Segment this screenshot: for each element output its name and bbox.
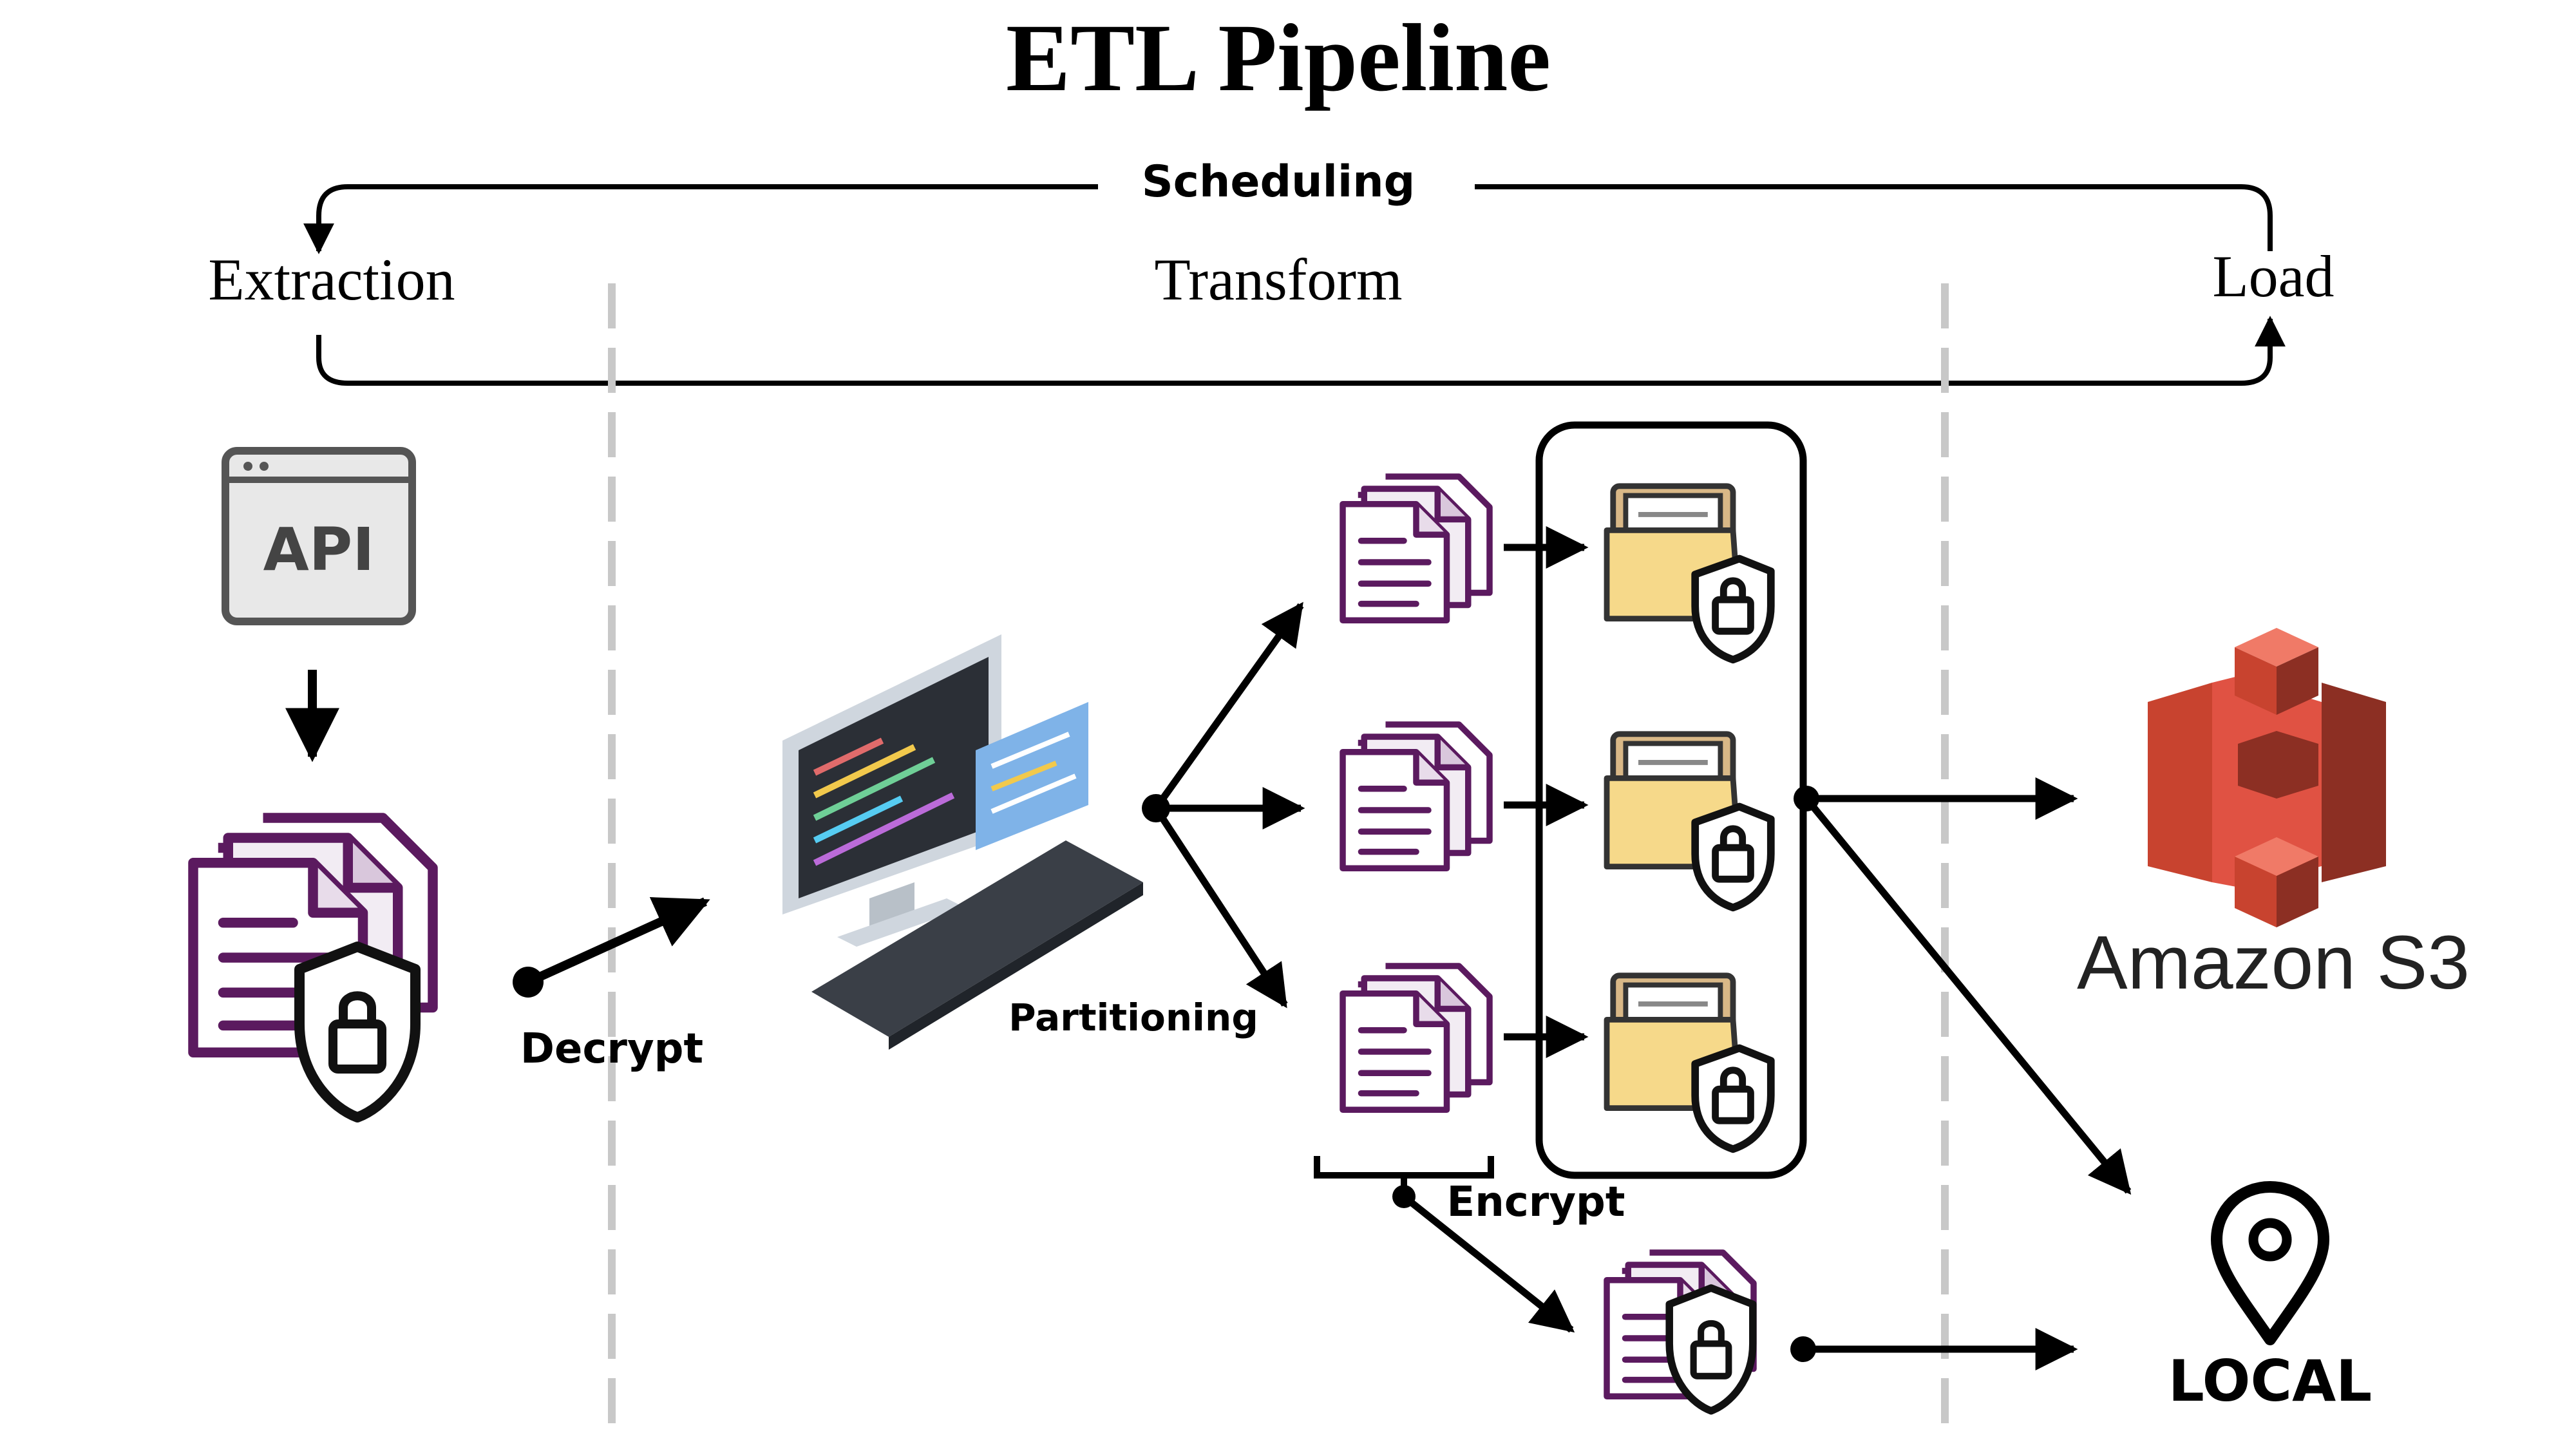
encrypted-file-icon [193,818,433,1117]
encrypt-arrows [1504,526,1589,1058]
encrypted-folder-icon-3 [1607,976,1771,1150]
decrypt-label: Decrypt [520,1025,703,1073]
encrypted-local-file-icon [1607,1253,1754,1411]
scheduling-loop [303,184,2286,386]
location-pin-icon [2211,1181,2329,1345]
partition-file-icon-1 [1343,477,1490,620]
amazon-s3-icon [2148,628,2386,927]
diagram-title: ETL Pipeline [1006,5,1551,111]
stage-extraction: Extraction [208,247,455,312]
api-window-icon [222,447,416,625]
encrypted-folder-icon-1 [1607,486,1771,660]
stage-transform: Transform [1154,247,1402,312]
encrypted-folder-icon-2 [1607,734,1771,908]
encrypt-bracket [1314,1156,1575,1333]
stage-load: Load [2212,243,2334,309]
partitioning-label: Partitioning [1009,996,1258,1039]
partition-file-icon-2 [1343,724,1490,868]
api-label: API [263,515,375,584]
partitioning-arrows [1142,601,1305,1009]
partition-file-icon-3 [1343,966,1490,1110]
load-arrows [1790,777,2132,1370]
amazon-s3-label: Amazon S3 [2077,920,2470,1005]
local-label: LOCAL [2168,1348,2372,1414]
decrypt-arrow [513,897,710,998]
scheduling-label: Scheduling [1142,156,1416,207]
encrypt-label: Encrypt [1447,1179,1625,1226]
computer-icon [782,634,1143,1050]
